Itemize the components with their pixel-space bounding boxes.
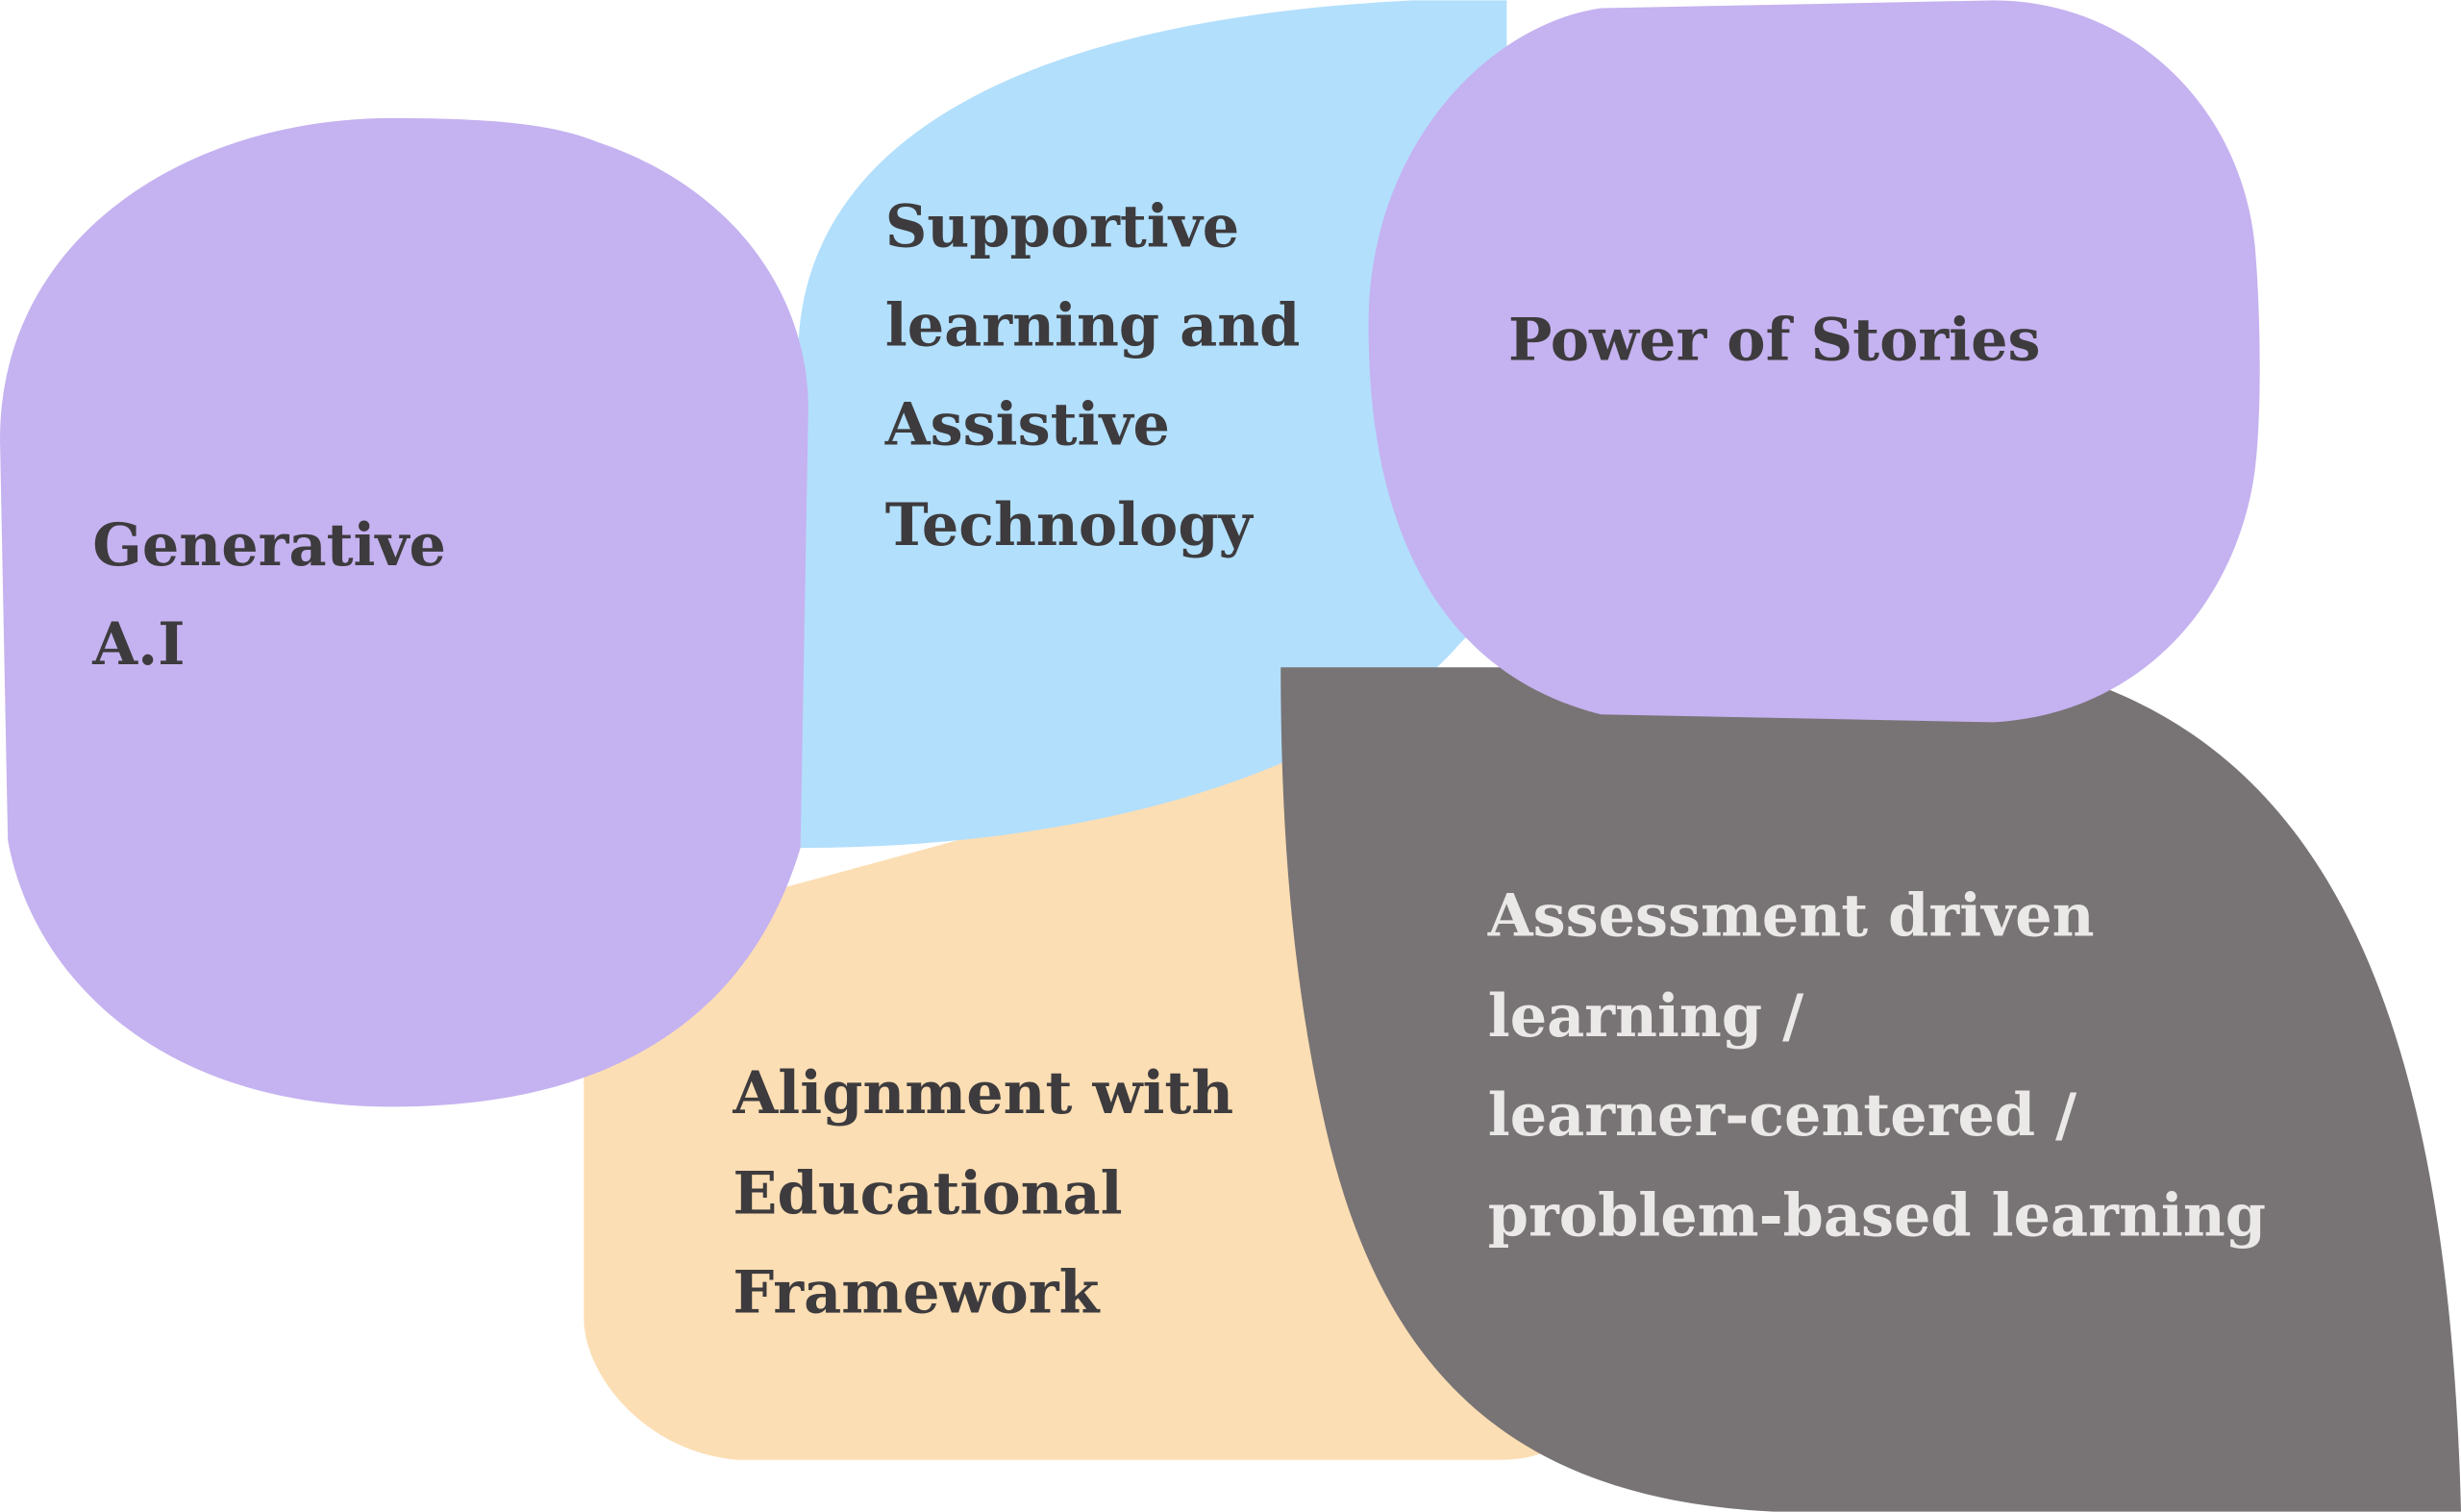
supportive-line: Supportive: [885, 193, 1239, 261]
alignment-line: Framework: [733, 1258, 1100, 1326]
assessment-bubble: [1280, 667, 2461, 1512]
supportive-bubble: [798, 0, 1507, 849]
stories-line: Power of Stories: [1508, 306, 2041, 374]
stories-bubble: [1368, 0, 2260, 723]
assessment-line: learning /: [1488, 982, 1804, 1051]
alignment-line: Alignment with: [732, 1059, 1233, 1128]
assessment-line: learner-centered /: [1488, 1081, 2077, 1150]
assessment-line: Assessment driven: [1487, 881, 2095, 950]
supportive-line: learning and: [885, 292, 1301, 360]
supportive-line: Technology: [885, 491, 1255, 559]
generative-ai-bubble: [0, 117, 808, 1107]
alignment-line: Educational: [733, 1159, 1122, 1227]
supportive-line: Assistive: [884, 390, 1170, 459]
generative-ai-line: Generative: [92, 511, 446, 580]
assessment-line: problem-based learning: [1488, 1181, 2266, 1250]
generative-ai-line: A.I: [91, 610, 185, 679]
